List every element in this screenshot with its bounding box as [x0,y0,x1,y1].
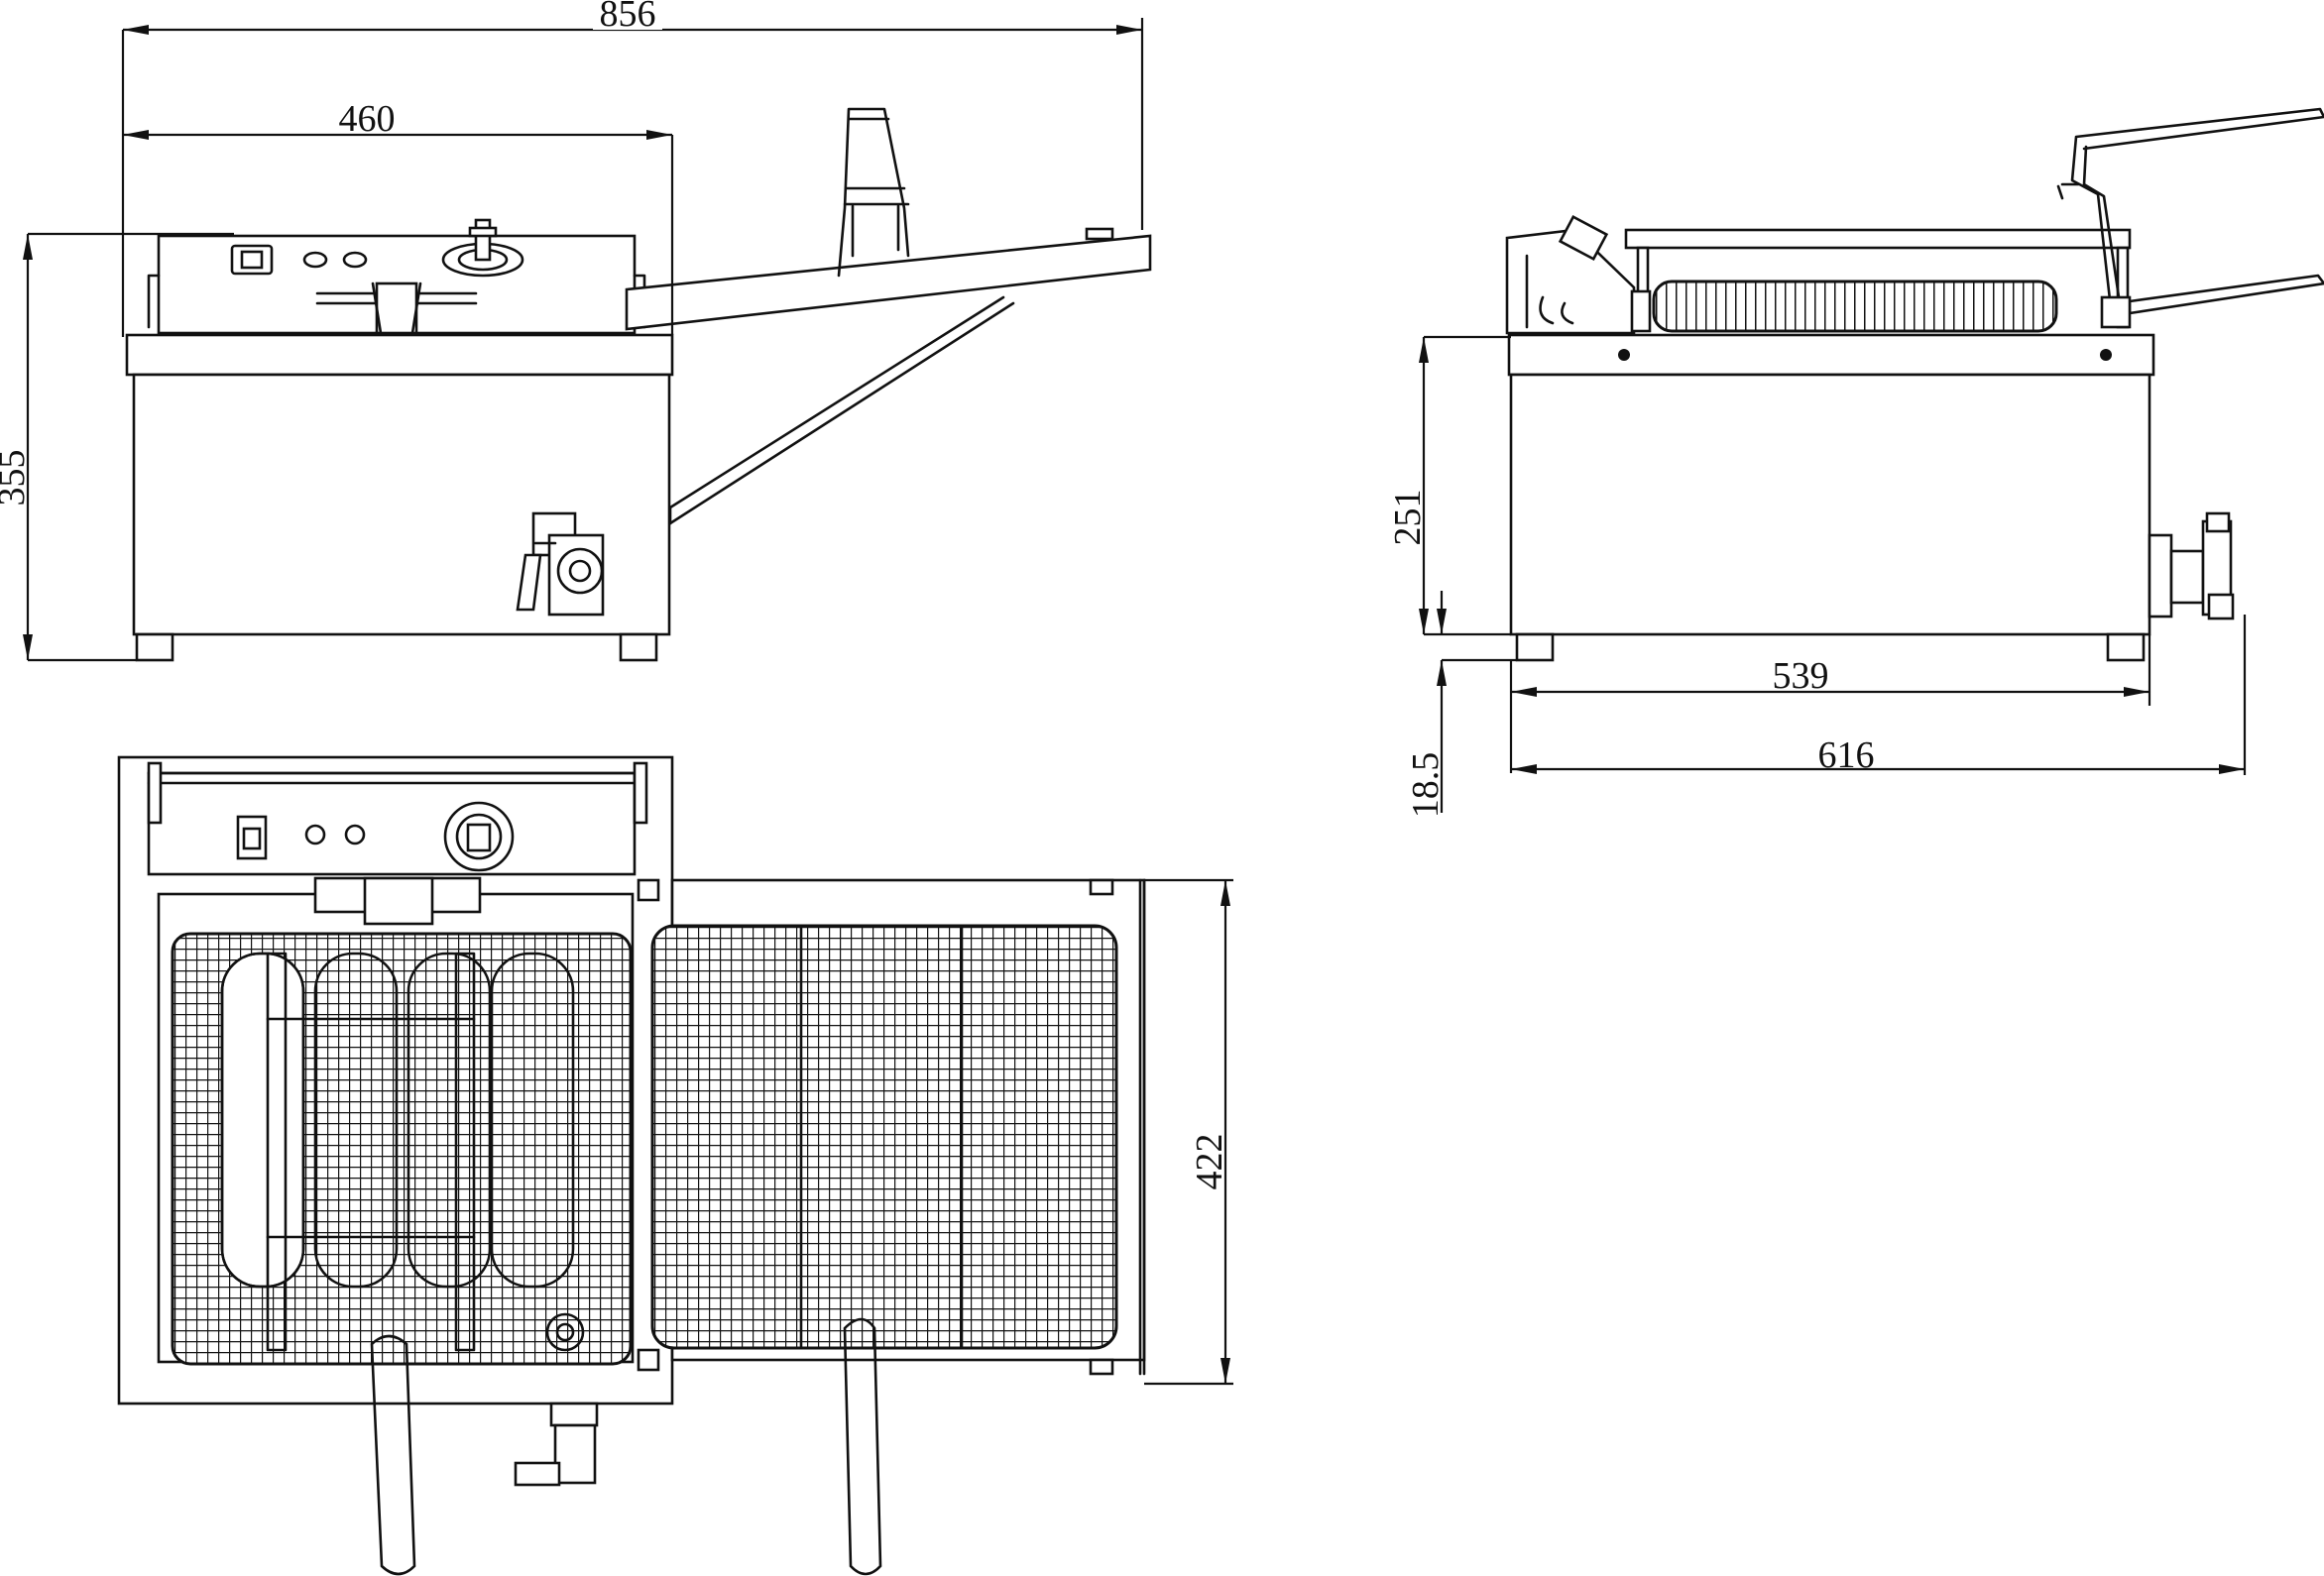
dim-body-height: 251 [1387,490,1429,546]
dim-foot-height: 18.5 [1405,752,1447,819]
indicator-light-icon [302,251,328,269]
side-body [1509,373,2151,636]
lid-handle [2128,274,2324,315]
side-basket-mesh [1652,280,2058,333]
dim-top-depth: 422 [1189,1134,1230,1190]
dim-overall-depth: 616 [1818,734,1875,776]
drain-valve-icon [2148,511,2235,620]
foot [135,632,174,662]
lid-handle [843,1317,882,1576]
thermostat-knob-icon [441,218,524,278]
top-view [117,755,1146,1576]
lid-strut [668,295,1015,525]
thermostat-knob-icon [443,801,515,872]
drain-valve-icon [514,1402,599,1487]
drain-hole-icon [545,1312,585,1352]
indicator-light-icon [304,824,326,845]
dim-overall-width: 856 [600,0,656,35]
lid-mesh [650,924,1118,1350]
lid-handle [837,107,910,278]
foot [1515,632,1555,662]
foot [2106,632,2146,662]
heating-element [220,952,575,1352]
basket-handle [370,1334,416,1576]
worktop [125,333,674,377]
dim-overall-height: 355 [0,450,33,507]
lid-arm [625,234,1152,331]
foot [619,632,658,662]
dim-body-depth: 539 [1773,655,1829,697]
basket-frame [2070,107,2324,319]
top-control-panel [147,771,637,876]
indicator-light-icon [344,824,366,845]
dim-body-width: 460 [339,98,396,140]
front-view [125,107,1152,662]
side-worktop [1507,333,2155,377]
indicator-light-icon [342,251,368,269]
drain-valve-icon [516,511,605,617]
side-view [1505,107,2324,662]
dimension-labels: 856 460 355 251 18.5 539 616 422 [0,0,1875,1190]
